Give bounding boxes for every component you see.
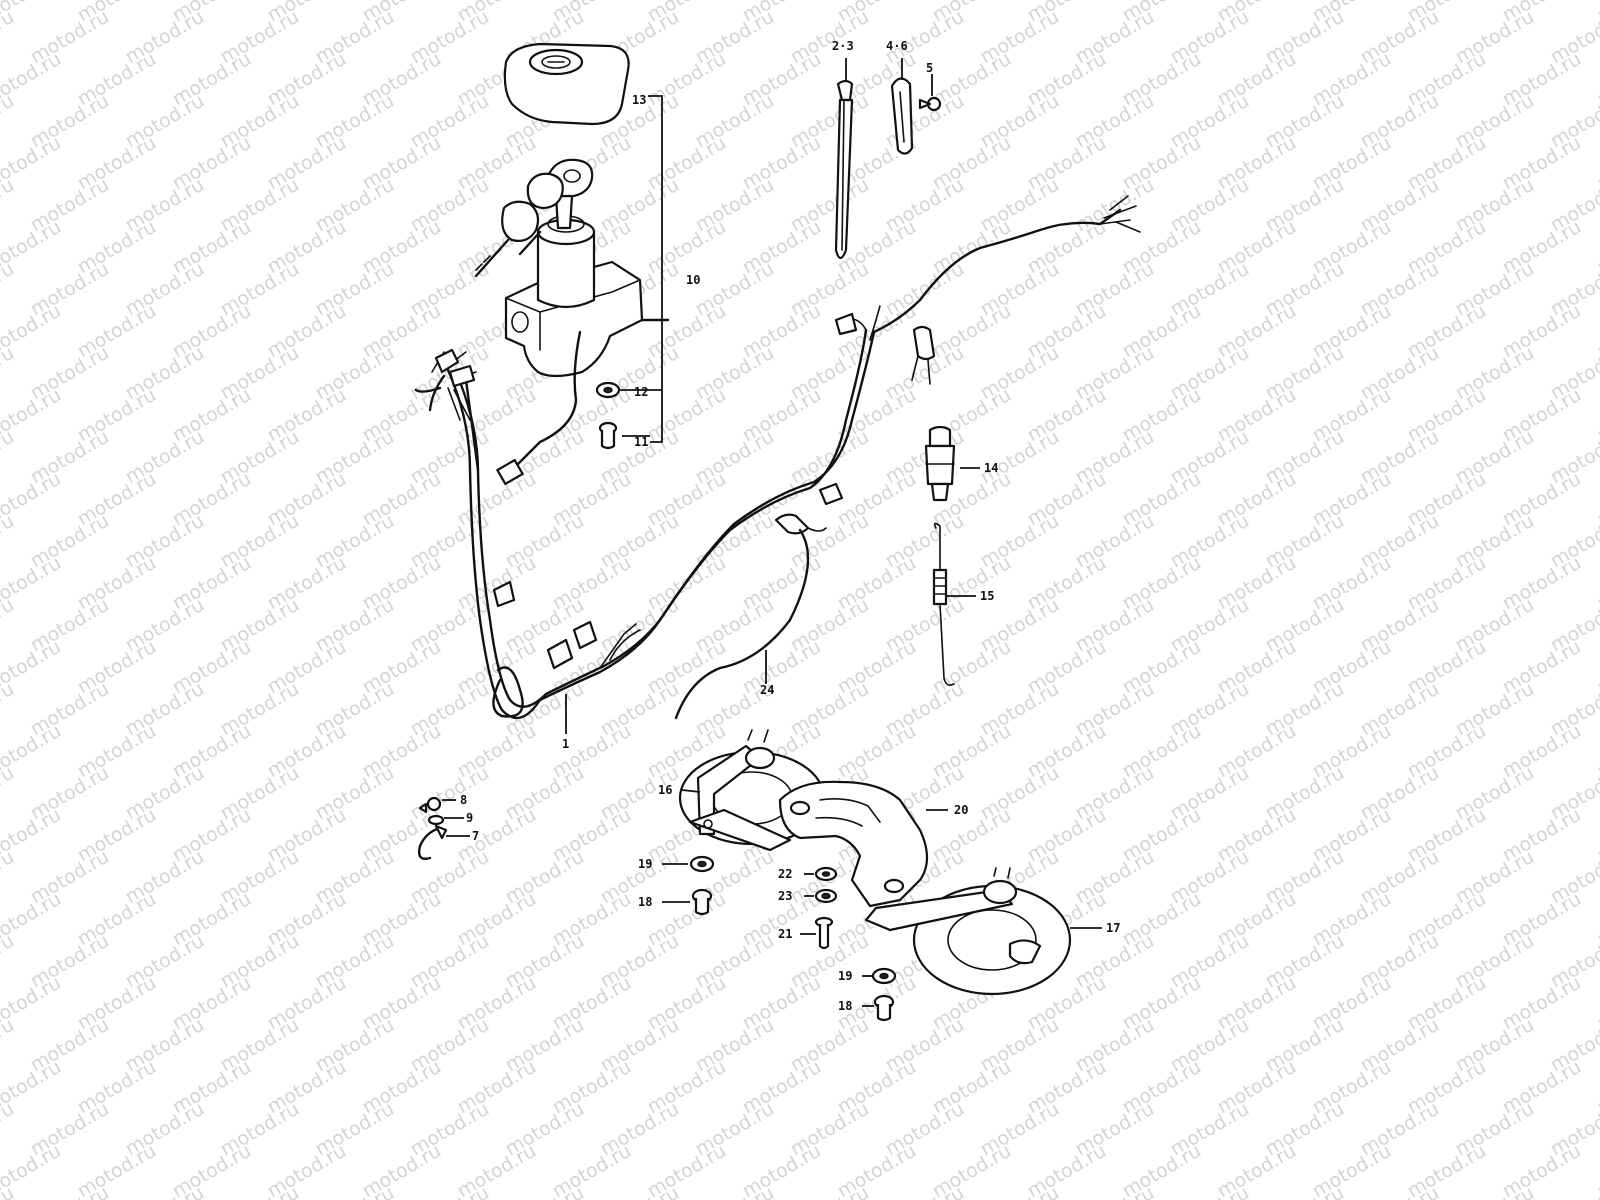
horn-bracket-20 (778, 780, 948, 908)
watermark-text: motod.ru (1262, 1182, 1348, 1200)
watermark-text: motod.ru (882, 1182, 968, 1200)
watermark-text: motod.ru (27, 1182, 113, 1200)
ignition-switch (474, 158, 670, 486)
watermark-text: motod.ru (0, 594, 18, 657)
watermark-text: motod.ru (0, 342, 18, 405)
label-18-upper: 18 (638, 895, 652, 909)
cable-2-3 (834, 58, 854, 260)
watermark-text: motod.ru (1594, 300, 1600, 363)
label-4-6: 4·6 (886, 39, 908, 53)
label-19-lower: 19 (838, 969, 852, 983)
watermark-text: motod.ru (1594, 1056, 1600, 1119)
watermark-text: motod.ru (1594, 888, 1600, 951)
wiring-harness (414, 195, 1141, 734)
watermark-text: motod.ru (1594, 552, 1600, 615)
label-19-upper: 19 (638, 857, 652, 871)
watermark-text: motod.ru (122, 1182, 208, 1200)
label-2-3: 2·3 (832, 39, 854, 53)
bolt-21 (800, 916, 834, 950)
switch-14 (924, 425, 980, 502)
clamp-4-6 (890, 58, 914, 155)
callout-bracket-group (620, 95, 663, 443)
label-17: 17 (1106, 921, 1120, 935)
watermark-text: motod.ru (502, 1182, 588, 1200)
label-22: 22 (778, 867, 792, 881)
washer-23 (804, 888, 838, 904)
label-10: 10 (686, 273, 700, 287)
watermark-text: motod.ru (1452, 1182, 1538, 1200)
washer-9 (427, 814, 464, 826)
screw-5 (918, 74, 942, 112)
watermark-text: motod.ru (977, 1182, 1063, 1200)
label-15: 15 (980, 589, 994, 603)
label-7: 7 (472, 829, 479, 843)
callout-labels: 2·3 4·6 5 13 10 12 11 14 15 24 1 16 20 8… (460, 39, 1120, 1013)
washer-19-lower (862, 967, 897, 985)
ignition-switch-cover (503, 42, 630, 126)
watermark-text: motod.ru (1072, 1182, 1158, 1200)
watermark-text: motod.ru (1594, 48, 1600, 111)
label-16: 16 (658, 783, 672, 797)
watermark-text: motod.ru (1357, 1182, 1443, 1200)
watermark-text: motod.ru (1594, 384, 1600, 447)
watermark-text: motod.ru (1547, 1182, 1600, 1200)
bolt-18-lower (862, 994, 895, 1022)
watermark-text: motod.ru (1594, 132, 1600, 195)
label-14: 14 (984, 461, 998, 475)
watermark-text: motod.ru (0, 426, 18, 489)
watermark-text: motod.ru (0, 90, 18, 153)
bolt-18-upper (662, 888, 713, 916)
label-9: 9 (466, 811, 473, 825)
watermark-text: motod.ru (0, 258, 18, 321)
watermark-text: motod.ru (1594, 636, 1600, 699)
watermark-text: motod.ru (787, 1182, 873, 1200)
watermark-text: motod.ru (692, 1182, 778, 1200)
label-18-lower: 18 (838, 999, 852, 1013)
watermark-text: motod.ru (0, 1014, 18, 1077)
watermark-text: motod.ru (0, 846, 18, 909)
watermark-text: motod.ru (1594, 804, 1600, 867)
watermark-text: motod.ru (0, 174, 18, 237)
watermark-text: motod.ru (0, 6, 18, 69)
washer-12 (595, 381, 621, 399)
label-21: 21 (778, 927, 792, 941)
bolt-8 (418, 796, 456, 814)
watermark-text: motod.ru (0, 510, 18, 573)
lead-wire-24 (674, 528, 810, 720)
label-11: 11 (634, 435, 648, 449)
watermark-text: motod.ru (1167, 1182, 1253, 1200)
watermark-text: motod.ru (1594, 1140, 1600, 1200)
watermark-text: motod.ru (407, 1182, 493, 1200)
screw-11 (598, 421, 618, 450)
label-1: 1 (562, 737, 569, 751)
label-12: 12 (634, 385, 648, 399)
watermark-text: motod.ru (312, 1182, 398, 1200)
horn-17 (864, 867, 1102, 996)
washer-19-upper (662, 855, 715, 873)
watermark-text: motod.ru (597, 1182, 683, 1200)
watermark-text: motod.ru (0, 678, 18, 741)
watermark-text: motod.ru (1594, 468, 1600, 531)
watermark-text: motod.ru (1594, 972, 1600, 1035)
watermark-text: motod.ru (1594, 216, 1600, 279)
hook-7 (417, 824, 470, 860)
watermark-text: motod.ru (1594, 720, 1600, 783)
label-20: 20 (954, 803, 968, 817)
label-13: 13 (632, 93, 646, 107)
label-5: 5 (926, 61, 933, 75)
washer-22 (804, 866, 838, 882)
watermark-text: motod.ru (0, 762, 18, 825)
label-24: 24 (760, 683, 774, 697)
spring-15 (932, 522, 976, 686)
watermark-text: motod.ru (217, 1182, 303, 1200)
label-23: 23 (778, 889, 792, 903)
watermark-text: motod.ru (0, 930, 18, 993)
watermark-text: motod.ru (0, 1098, 18, 1161)
watermark-text: motod.ru (1594, 0, 1600, 26)
label-8: 8 (460, 793, 467, 807)
